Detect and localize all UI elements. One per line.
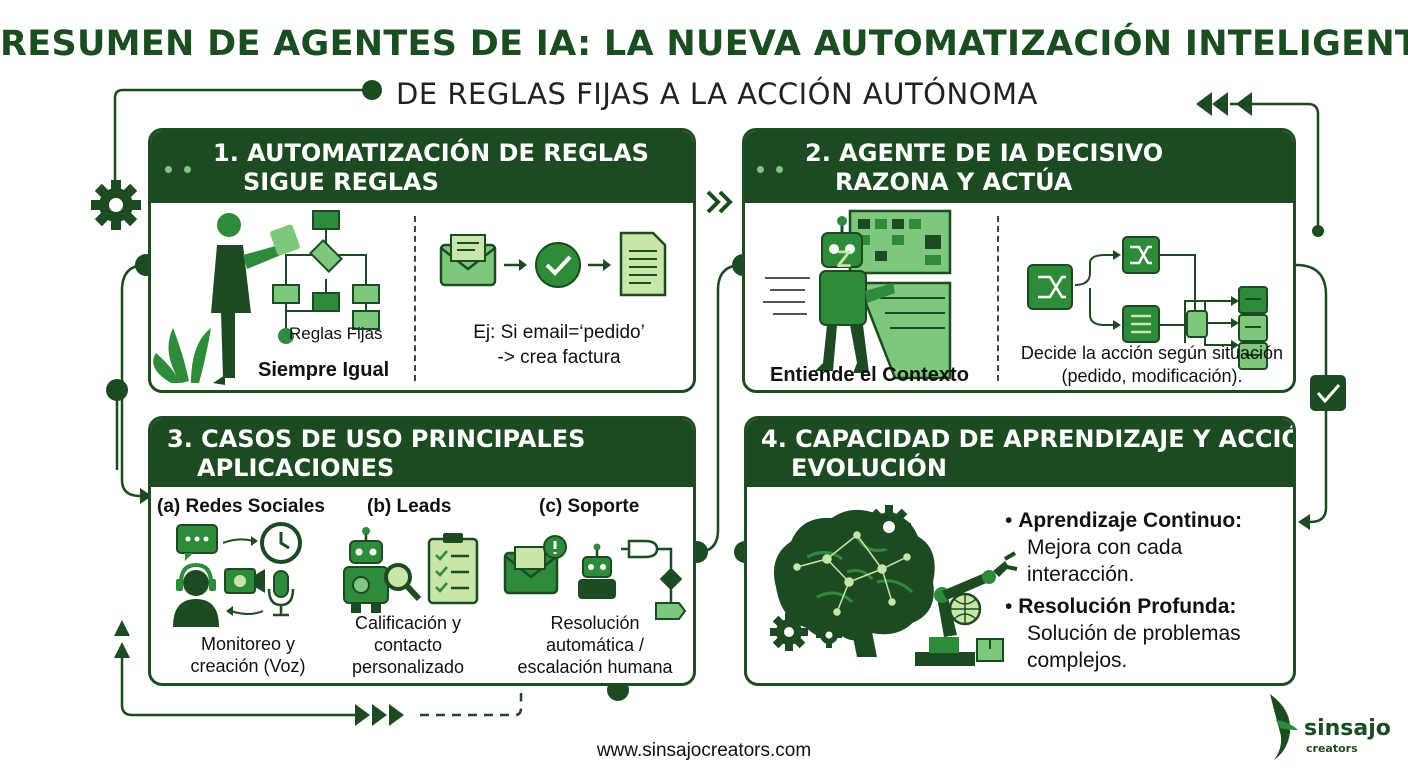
- title-dot: [362, 80, 382, 100]
- rules-label: Reglas Fijas: [289, 324, 383, 343]
- panel-header: 4. CAPACIDAD DE APRENDIZAJE Y ACCIÓN EVO…: [747, 419, 1293, 487]
- use-case-b-line-3: personalizado: [351, 657, 465, 677]
- gear-icon: [91, 180, 141, 230]
- example-line-1: Ej: Si email=‘pedido’: [473, 322, 645, 343]
- panel-heading: 3. CASOS DE USO PRINCIPALES: [167, 425, 586, 453]
- checkbox-icon: [1310, 375, 1346, 411]
- divider: [414, 216, 416, 381]
- page-title: RESUMEN DE AGENTES DE IA: LA NUEVA AUTOM…: [0, 24, 1408, 64]
- logo-name: sinsajo: [1304, 716, 1391, 741]
- header-dots: [757, 150, 795, 180]
- panel-subheading: EVOLUCIÓN: [791, 454, 947, 482]
- brain-icon: [773, 509, 935, 657]
- bullet-resolution-line-1: Solución de problemas: [1027, 622, 1241, 645]
- example-line-2: -> crea factura: [497, 347, 621, 368]
- connector-top-left: [113, 88, 372, 180]
- gear-icon: [816, 622, 842, 648]
- plant-icon: [153, 328, 211, 383]
- robotic-arm-icon: [915, 551, 1018, 666]
- chat-bubble-icon: [176, 524, 218, 561]
- clock-icon: [260, 522, 302, 564]
- use-case-b-line-1: Calificación y: [354, 613, 462, 633]
- list-icon: [1122, 305, 1160, 343]
- email-alert-icon: [503, 535, 567, 595]
- use-case-b-title: (b) Leads: [367, 496, 452, 517]
- panel-header: 3. CASOS DE USO PRINCIPALES APLICACIONES: [151, 419, 693, 487]
- robot-icon: [578, 543, 616, 599]
- panel-subheading: RAZONA Y ACTÚA: [835, 168, 1073, 196]
- person-icon: [211, 213, 300, 385]
- learning-illustration: [770, 505, 1018, 666]
- panel-header: 1. AUTOMATIZACIÓN DE REGLAS SIGUE REGLAS: [151, 131, 693, 203]
- robot-letter: Z: [836, 246, 852, 273]
- bullet-resolution-line-2: complejos.: [1027, 649, 1128, 672]
- robot-icon: [343, 527, 389, 613]
- logo-tagline: creators: [1306, 742, 1358, 755]
- panel-subheading: APLICACIONES: [197, 454, 395, 482]
- panel-heading: 2. AGENTE DE IA DECISIVO: [805, 139, 1164, 167]
- clipboard-icon: [427, 533, 479, 605]
- connector-bottom-left: [120, 650, 355, 717]
- connector-left: [120, 263, 147, 498]
- use-case-a-line-1: Monitoreo y: [200, 634, 296, 654]
- decide-line-2: (pedido, modificación).: [1061, 366, 1243, 386]
- bullet-learning-line-1: Mejora con cada: [1027, 536, 1183, 559]
- panel-header: 2. AGENTE DE IA DECISIVO RAZONA Y ACTÚA: [745, 131, 1293, 203]
- decide-line-1: Decide la acción según situación: [1020, 343, 1284, 363]
- use-cases-illustration: [173, 522, 687, 627]
- magnifier-icon: [384, 563, 422, 602]
- footer-url[interactable]: www.sinsajocreators.com: [596, 740, 812, 761]
- connector-top-right: [1230, 102, 1320, 230]
- invoice-document-icon: [619, 231, 667, 297]
- shuffle-icon: [1027, 264, 1073, 310]
- header-dots: [165, 150, 203, 180]
- gear-icon: [867, 505, 911, 549]
- panel-heading: 1. AUTOMATIZACIÓN DE REGLAS: [213, 139, 649, 167]
- connector-middle: [696, 263, 743, 554]
- headset-person-icon: [173, 562, 219, 627]
- bird-logo-icon: [1270, 694, 1298, 760]
- use-case-b-line-2: contacto: [373, 635, 443, 655]
- panel-rules-automation: 1. AUTOMATIZACIÓN DE REGLAS SIGUE REGLAS: [148, 128, 696, 393]
- divider: [997, 216, 999, 381]
- bullet-learning-title: Aprendizaje Continuo:: [1018, 509, 1243, 532]
- flowchart-icon: [621, 539, 687, 620]
- use-case-c-line-3: escalación humana: [517, 657, 673, 677]
- page-subtitle: DE REGLAS FIJAS A LA ACCIÓN AUTÓNOMA: [396, 77, 1038, 111]
- bullet-resolution: • Resolución Profunda:: [1005, 595, 1237, 618]
- microphone-icon: [267, 570, 295, 617]
- robot-icon: [763, 216, 895, 373]
- bullet-resolution-title: Resolución Profunda:: [1018, 595, 1237, 618]
- camera-icon: [224, 568, 265, 594]
- panel-ai-agent: 2. AGENTE DE IA DECISIVO RAZONA Y ACTÚA: [742, 128, 1296, 393]
- bullet-learning-line-2: interacción.: [1027, 563, 1135, 586]
- rules-illustration: [153, 210, 667, 385]
- use-case-a-title: (a) Redes Sociales: [157, 496, 325, 517]
- shuffle-icon: [1122, 236, 1160, 274]
- email-icon: [439, 234, 497, 287]
- control-panel-icon: [848, 209, 952, 380]
- chevrons-right-icon: [706, 190, 733, 214]
- check-circle-icon: [535, 242, 581, 288]
- bullet-learning: • Aprendizaje Continuo:: [1005, 509, 1243, 532]
- agent-illustration: [763, 209, 1268, 380]
- panel-use-cases: 3. CASOS DE USO PRINCIPALES APLICACIONES…: [148, 416, 696, 686]
- use-case-c-line-1: Resolución: [550, 613, 640, 633]
- always-label: Siempre Igual: [258, 359, 390, 381]
- panel-subheading: SIGUE REGLAS: [243, 168, 439, 196]
- panel-heading: 4. CAPACIDAD DE APRENDIZAJE Y ACCIÓN: [761, 425, 1296, 453]
- use-case-c-line-2: automática /: [545, 635, 645, 655]
- use-case-c-title: (c) Soporte: [539, 496, 640, 517]
- context-label: Entiende el Contexto: [770, 364, 969, 386]
- panel-learning: 4. CAPACIDAD DE APRENDIZAJE Y ACCIÓN EVO…: [744, 416, 1296, 686]
- use-case-a-line-2: creación (Voz): [190, 656, 306, 676]
